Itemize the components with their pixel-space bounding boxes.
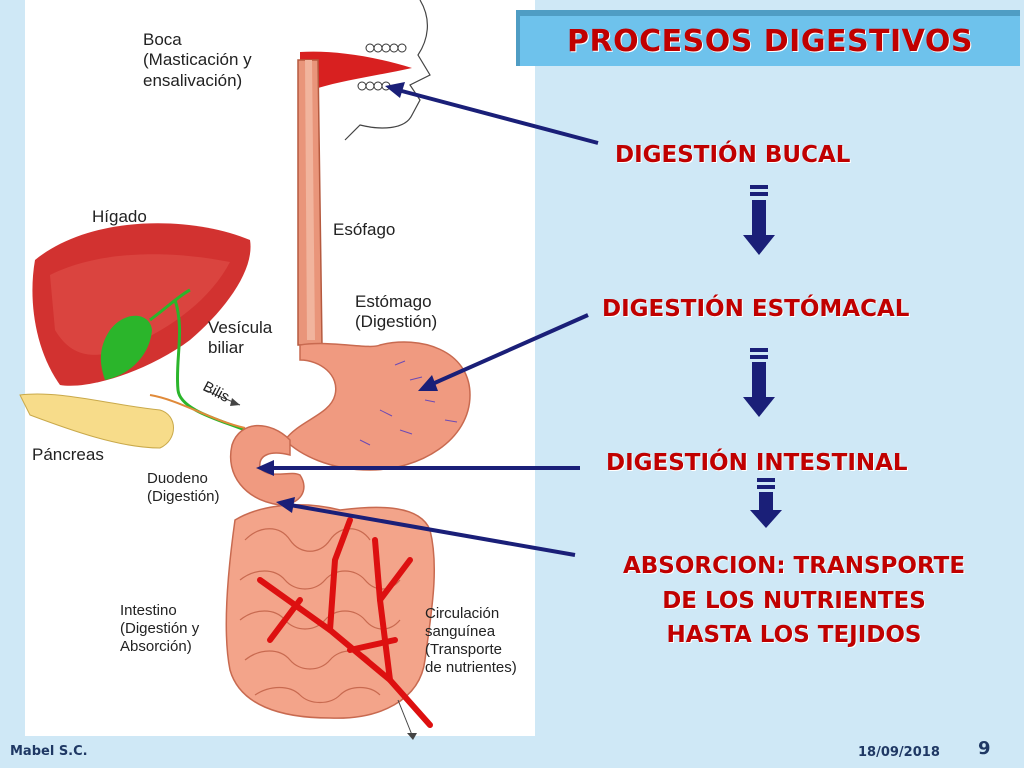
down-arrow-icon [743,348,775,417]
pointer-arrow-absorcion [289,503,576,557]
step-digestion-estomacal: DIGESTIÓN ESTÓMACAL [602,296,910,322]
page-title: PROCESOS DIGESTIVOS [567,23,973,59]
label-esofago: Esófago [333,220,396,239]
label-duodeno: Duodeno (Digestión) [147,470,220,505]
title-box: PROCESOS DIGESTIVOS [516,10,1020,66]
label-pancreas: Páncreas [32,445,104,464]
step-absorcion-line2: DE LOS NUTRIENTES [662,588,926,614]
label-higado: Hígado [92,207,147,226]
pointer-arrow-bucal [397,88,599,145]
step-absorcion-line3: HASTA LOS TEJIDOS [666,622,922,648]
label-vesicula: Vesícula biliar [208,318,273,358]
pointer-arrow-estomacal [429,313,589,387]
step-digestion-intestinal: DIGESTIÓN INTESTINAL [606,450,908,476]
step-digestion-bucal: DIGESTIÓN BUCAL [615,142,851,168]
footer-author: Mabel S.C. [10,744,88,759]
label-intestino: Intestino (Digestión y Absorción) [120,602,200,655]
label-estomago: Estómago (Digestión) [355,292,438,332]
down-arrow-icon [743,185,775,255]
down-arrow-icon [750,478,782,528]
page-number: 9 [978,738,991,759]
label-circulacion: Circulación sanguínea (Transporte de nut… [425,605,517,676]
footer-date: 18/09/2018 [858,745,940,760]
label-boca: Boca (Masticación y ensalivación) [143,30,252,90]
step-absorcion-line1: ABSORCION: TRANSPORTE [622,553,966,579]
